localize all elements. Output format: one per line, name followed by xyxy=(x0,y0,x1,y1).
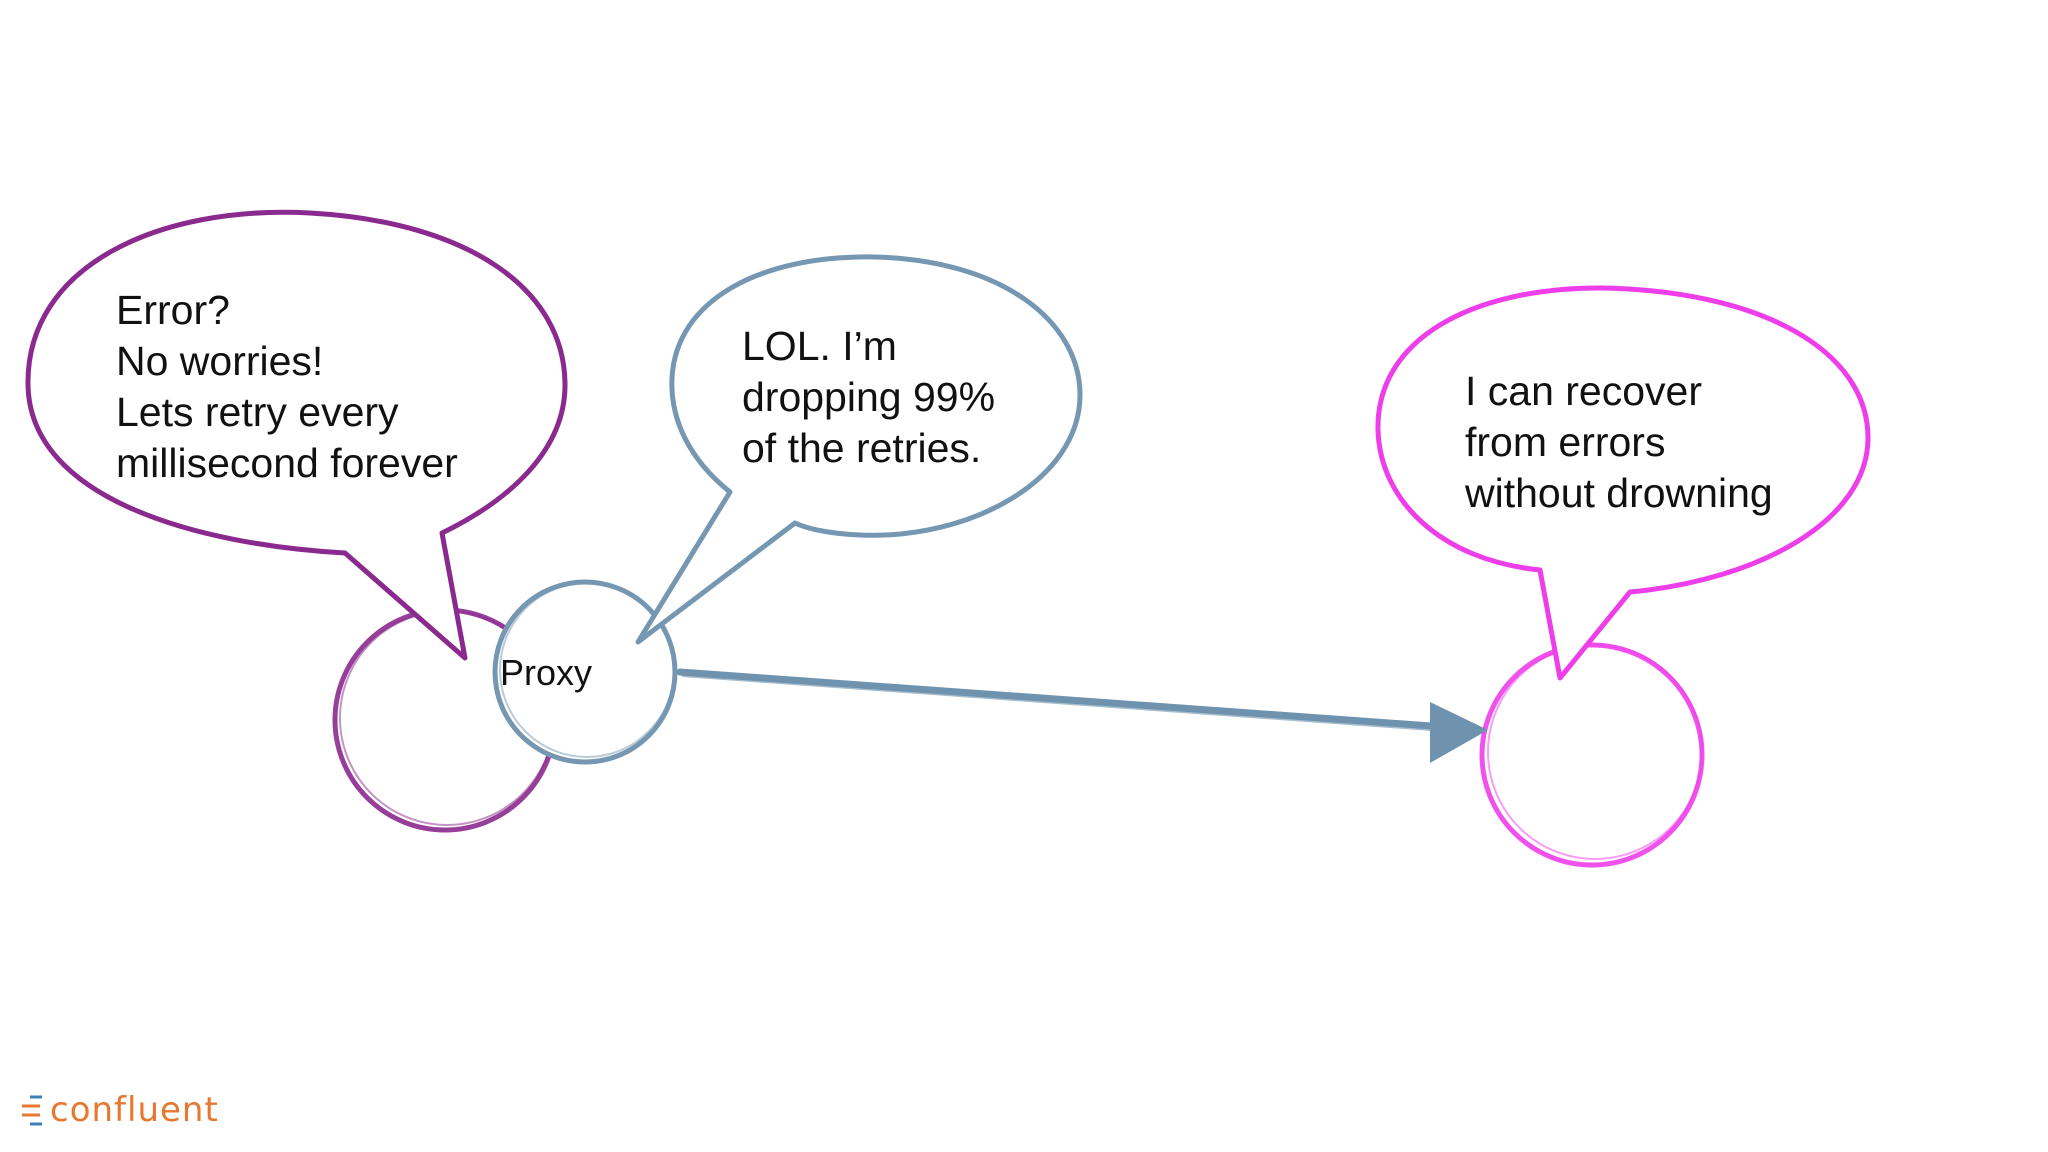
proxy-bubble-line: LOL. I’m xyxy=(742,323,897,369)
client-bubble-line: millisecond forever xyxy=(116,440,458,486)
service-speech-bubble xyxy=(1375,285,1871,681)
service-node xyxy=(1479,642,1705,868)
client-bubble-line: Lets retry every xyxy=(116,389,399,435)
service-bubble-line: from errors xyxy=(1465,419,1666,465)
confluent-mark-icon xyxy=(22,1095,42,1126)
service-bubble-line: I can recover xyxy=(1465,368,1702,414)
proxy-bubble-line: dropping 99% xyxy=(742,374,996,420)
client-bubble-text: Error? No worries! Lets retry every mill… xyxy=(116,285,458,489)
proxy-bubble-text: LOL. I’m dropping 99% of the retries. xyxy=(742,321,995,474)
request-arrow xyxy=(676,668,1488,763)
service-bubble-text: I can recover from errors without drowni… xyxy=(1465,366,1773,519)
client-bubble-line: No worries! xyxy=(116,338,324,384)
service-bubble-line: without drowning xyxy=(1465,470,1773,516)
logo-text: confluent xyxy=(50,1090,219,1130)
proxy-speech-bubble xyxy=(635,254,1083,645)
confluent-logo: confluent xyxy=(50,1090,219,1130)
proxy-label: Proxy xyxy=(500,652,593,693)
client-speech-bubble xyxy=(25,209,568,661)
proxy-bubble-line: of the retries. xyxy=(742,425,982,471)
proxy-node xyxy=(492,579,678,765)
client-bubble-line: Error? xyxy=(116,287,230,333)
